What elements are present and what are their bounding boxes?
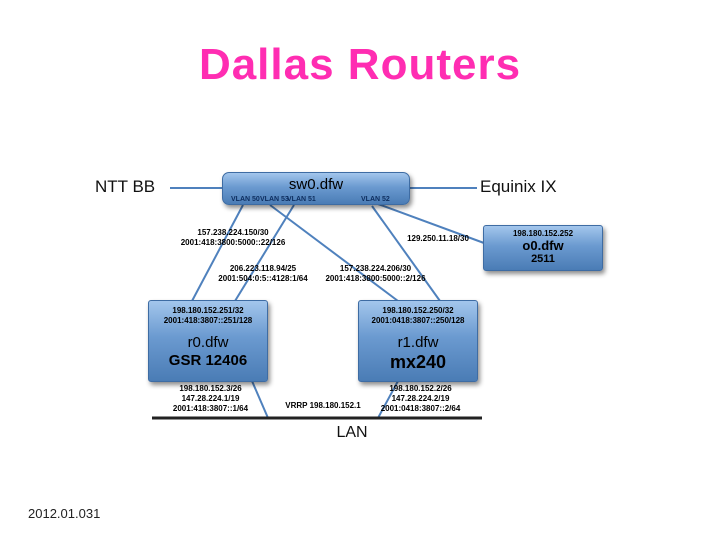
- router-r1-node: 198.180.152.250/32 2001:0418:3807::250/1…: [358, 300, 478, 382]
- r0-ipv6: 2001:418:3807::251/128: [163, 316, 253, 325]
- slide-title: Dallas Routers: [198, 40, 522, 89]
- r0-lan-ipv4b: 147.28.224.1/19: [181, 394, 240, 403]
- vlan-51-label: VLAN 51: [287, 196, 316, 203]
- switch-o0-line: [377, 203, 485, 244]
- vlan-52-label: VLAN 52: [361, 196, 390, 203]
- slide-footer-date: 2012.01.031: [28, 506, 101, 521]
- r0-lan-ipv4a: 198.180.152.3/26: [179, 384, 242, 393]
- r0-ipv4: 198.180.152.251/32: [172, 306, 244, 315]
- equinix-uplink-ipv4: 157.238.224.206/30: [339, 264, 412, 273]
- lan-label: LAN: [336, 424, 368, 441]
- switch-sw0-node: sw0.dfw VLAN 50 VLAN 53 VLAN 51 VLAN 52: [222, 172, 410, 205]
- ntt-uplink-addresses: 157.238.224.150/30 2001:418:3800:5000::2…: [158, 228, 308, 248]
- o0-name: o0.dfw: [522, 238, 564, 253]
- r0-name: r0.dfw: [187, 334, 229, 351]
- equinix-uplink-addresses: 157.238.224.206/30 2001:418:3800:5000::2…: [298, 264, 453, 284]
- ntt-bb-label: NTT BB: [95, 177, 156, 196]
- r1-lan-line: [377, 380, 399, 419]
- r0-model: GSR 12406: [168, 352, 248, 369]
- equinix-ix-label: Equinix IX: [480, 177, 557, 196]
- ix-peering-addresses: 206.223.118.94/25 2001:504:0:5::4128:1/6…: [188, 264, 338, 284]
- switch-r1-line-b: [371, 205, 441, 302]
- ntt-uplink-ipv6: 2001:418:3800:5000::22/126: [180, 238, 286, 247]
- r1-lan-ipv6: 2001:0418:3807::2/64: [380, 404, 461, 413]
- switch-r0-line-b: [234, 204, 295, 302]
- o0-uplink-addresses: 129.250.11.18/30: [398, 234, 478, 244]
- ntt-uplink-ipv4: 157.238.224.150/30: [197, 228, 269, 237]
- vlan-53-label: VLAN 53: [260, 196, 289, 203]
- r1-ipv6: 2001:0418:3807::250/128: [371, 316, 465, 325]
- switch-name: sw0.dfw: [288, 176, 344, 193]
- switch-r0-line-a: [191, 204, 244, 302]
- console-server-o0-node: 198.180.152.252 o0.dfw 2511: [483, 225, 603, 271]
- vlan-50-label: VLAN 50: [231, 196, 260, 203]
- ix-peering-ipv6: 2001:504:0:5::4128:1/64: [218, 274, 308, 283]
- r0-lan-line: [251, 380, 269, 419]
- o0-ip: 198.180.152.252: [512, 229, 574, 238]
- r1-lan-ipv4b: 147.28.224.2/19: [391, 394, 450, 403]
- vrrp-address-label: VRRP 198.180.152.1: [285, 401, 361, 410]
- r1-model: mx240: [389, 352, 447, 372]
- router-r0-node: 198.180.152.251/32 2001:418:3807::251/12…: [148, 300, 268, 382]
- r1-lan-ipv4a: 198.180.152.2/26: [389, 384, 452, 393]
- r1-lan-addresses: 198.180.152.2/26 147.28.224.2/19 2001:04…: [358, 384, 483, 414]
- r0-lan-ipv6: 2001:418:3807::1/64: [172, 404, 249, 413]
- switch-r1-line-a: [269, 204, 399, 302]
- r0-lan-addresses: 198.180.152.3/26 147.28.224.1/19 2001:41…: [148, 384, 273, 414]
- ix-peering-ipv4: 206.223.118.94/25: [229, 264, 297, 273]
- equinix-uplink-ipv6: 2001:418:3800:5000::2/126: [325, 274, 426, 283]
- o0-model: 2511: [531, 253, 555, 265]
- r1-ipv4: 198.180.152.250/32: [382, 306, 454, 315]
- o0-uplink-ipv4: 129.250.11.18/30: [407, 234, 469, 243]
- r1-name: r1.dfw: [397, 334, 439, 351]
